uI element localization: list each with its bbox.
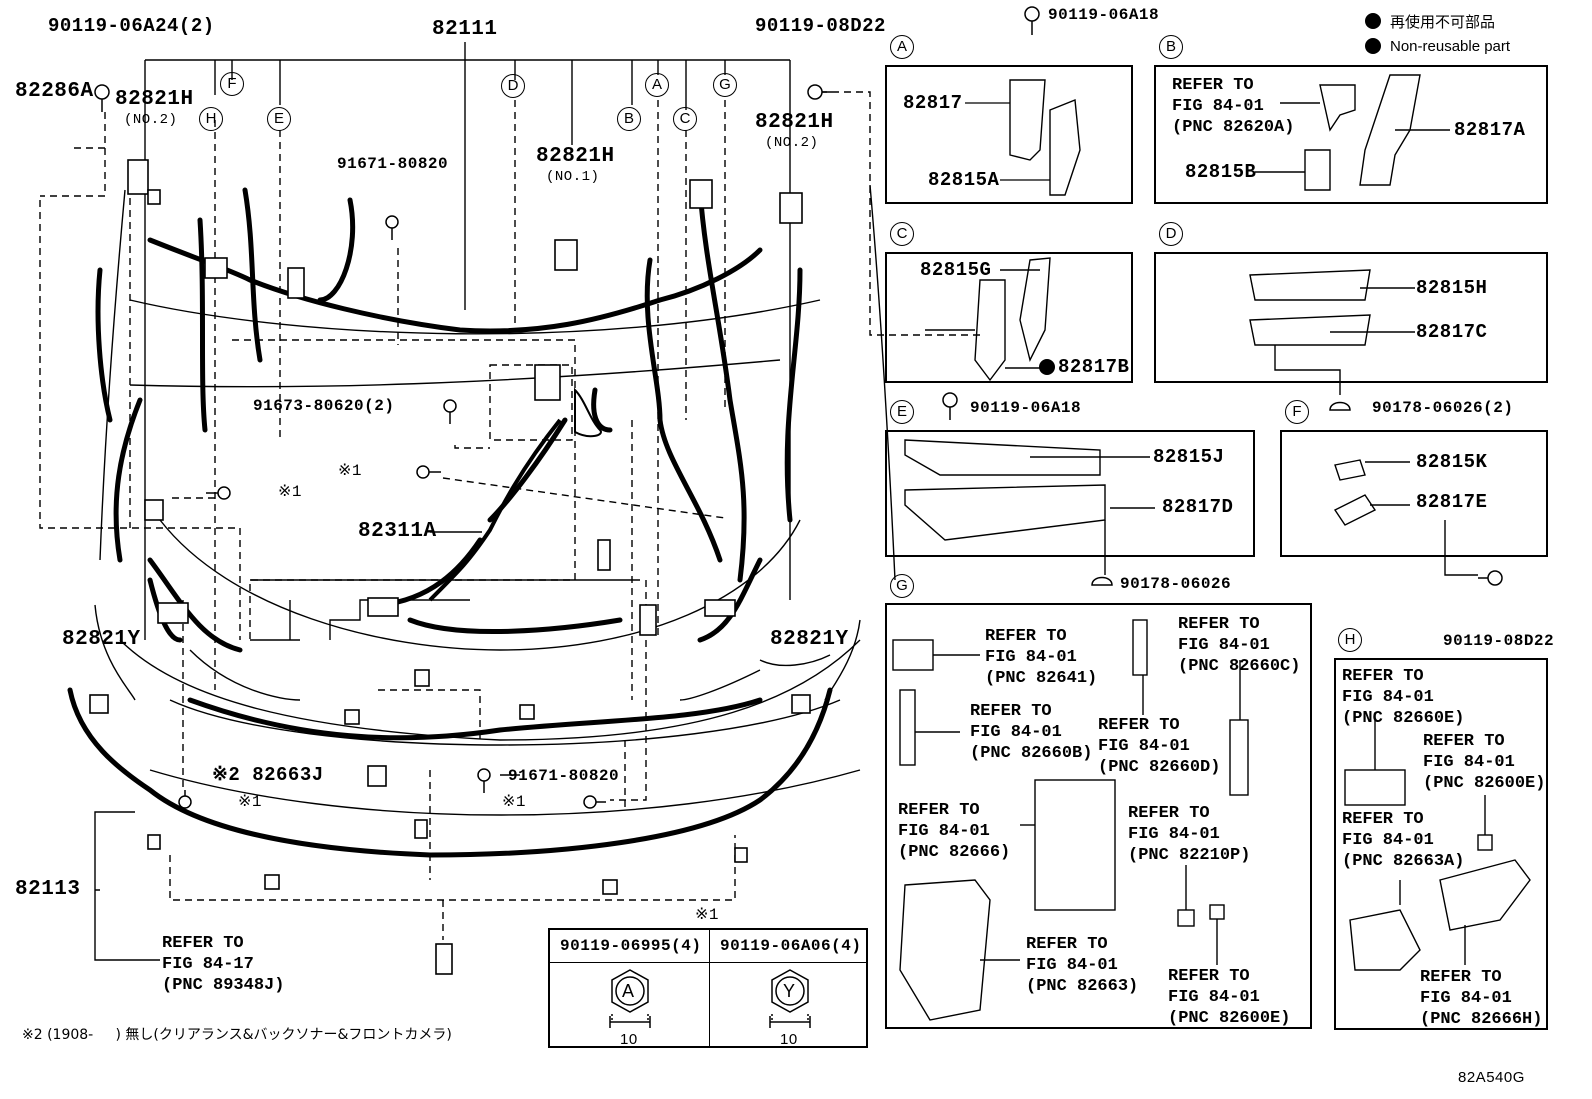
inset-G-box <box>885 603 1312 1029</box>
inset-H-box <box>1334 658 1548 1030</box>
inset-C-part-2: 82817B <box>1058 356 1130 378</box>
part-82663J: ※2 82663J <box>212 764 324 786</box>
inset-G-refer-82600E: REFER TO FIG 84-01 (PNC 82600E) <box>1168 967 1291 1028</box>
inset-F-part-2: 82817E <box>1416 491 1488 513</box>
inset-B-callout: B <box>1159 35 1183 59</box>
inset-D-part-1: 82815H <box>1416 277 1488 299</box>
inset-F-box <box>1280 430 1548 557</box>
inset-A-part-2: 82815A <box>928 169 1000 191</box>
part-82113: 82113 <box>15 878 81 901</box>
inset-D-clip: 90178-06026(2) <box>1372 399 1514 417</box>
inset-E-callout: E <box>890 400 914 424</box>
inset-G-refer-82663: REFER TO FIG 84-01 (PNC 82663) <box>1026 935 1139 996</box>
inset-A-part-1: 82817 <box>903 92 963 114</box>
inset-H-callout: H <box>1338 628 1362 652</box>
inset-C-part-1: 82815G <box>920 259 992 281</box>
inset-D-part-2: 82817C <box>1416 321 1488 343</box>
inset-B-refer: REFER TO FIG 84-01 (PNC 82620A) <box>1172 76 1295 137</box>
mark-1-d: ※1 <box>502 793 527 811</box>
inset-C-box <box>885 252 1133 383</box>
bolt-table-col1: 90119-06995(4) <box>560 937 702 955</box>
footnote: ※2 (1908- ) 無し(クリアランス&バックソナー&フロントカメラ) <box>22 1027 452 1043</box>
part-90119-08D22-top: 90119-08D22 <box>755 15 886 37</box>
inset-B-box <box>1154 65 1548 204</box>
mark-1-c: ※1 <box>238 793 263 811</box>
part-82821H-left: 82821H <box>115 88 194 111</box>
inset-G-refer-82210P: REFER TO FIG 84-01 (PNC 82210P) <box>1128 804 1251 865</box>
inset-H-refer-82660E: REFER TO FIG 84-01 (PNC 82660E) <box>1342 667 1465 728</box>
bolt-symbol-A: A <box>622 981 635 1001</box>
part-82111: 82111 <box>432 18 498 41</box>
part-82821H-right: 82821H <box>755 111 834 134</box>
callout-C: C <box>673 107 697 131</box>
mark-1-b: ※1 <box>278 483 303 501</box>
inset-G-refer-82660C: REFER TO FIG 84-01 (PNC 82660C) <box>1178 615 1301 676</box>
callout-F: F <box>220 72 244 96</box>
part-82821H-mid-sub: (NO.1) <box>546 169 600 185</box>
inset-G-refer-82660D: REFER TO FIG 84-01 (PNC 82660D) <box>1098 716 1221 777</box>
inset-F-callout: F <box>1285 400 1309 424</box>
leader-82111 <box>144 42 791 640</box>
callout-D: D <box>501 74 525 98</box>
inset-F-part-1: 82815K <box>1416 451 1488 473</box>
callout-B: B <box>617 107 641 131</box>
part-82821Y-left: 82821Y <box>62 628 141 651</box>
part-91673-80620: 91673-80620(2) <box>253 397 395 415</box>
inset-E-clip: 90178-06026 <box>1120 575 1232 593</box>
inset-H-refer-82666H: REFER TO FIG 84-01 (PNC 82666H) <box>1420 968 1543 1029</box>
bolt-heads-drawing <box>609 969 811 1028</box>
drawing-code: 82A540G <box>1458 1069 1525 1086</box>
bolt-table-mark: ※1 <box>695 906 720 924</box>
inset-B-part-1: 82817A <box>1454 119 1526 141</box>
part-91671-80820-bottom: 91671-80820 <box>508 767 620 785</box>
mark-1-a: ※1 <box>338 462 363 480</box>
inset-G-refer-82666: REFER TO FIG 84-01 (PNC 82666) <box>898 801 1011 862</box>
inset-B-part-2: 82815B <box>1185 161 1257 183</box>
bolt-table: 90119-06995(4) 90119-06A06(4) A Y 10 10 <box>548 928 868 1048</box>
inset-G-refer-82641: REFER TO FIG 84-01 (PNC 82641) <box>985 627 1098 688</box>
inset-D-box <box>1154 252 1548 383</box>
part-82821H-right-sub: (NO.2) <box>765 135 819 151</box>
part-82821H-left-sub: (NO.2) <box>124 112 178 128</box>
callout-G: G <box>713 73 737 97</box>
part-82821H-mid: 82821H <box>536 145 615 168</box>
inset-G-refer-82660B: REFER TO FIG 84-01 (PNC 82660B) <box>970 702 1093 763</box>
part-90119-06A24: 90119-06A24(2) <box>48 15 215 37</box>
inset-D-callout: D <box>1159 222 1183 246</box>
legend-en: Non-reusable part <box>1390 38 1511 55</box>
bolt-dim-1: 10 <box>620 1031 638 1048</box>
inset-E-bolt: 90119-06A18 <box>970 399 1082 417</box>
inset-A-box <box>885 65 1133 204</box>
refer-to-fig-84-17: REFER TO FIG 84-17 (PNC 89348J) <box>162 934 285 995</box>
inset-E-part-1: 82815J <box>1153 446 1225 468</box>
inset-H-refer-82600E: REFER TO FIG 84-01 (PNC 82600E) <box>1423 732 1546 793</box>
bolt-dim-2: 10 <box>780 1031 798 1048</box>
part-82286A: 82286A <box>15 80 94 103</box>
inset-C-callout: C <box>890 222 914 246</box>
callout-H: H <box>199 107 223 131</box>
inset-H-refer-82663A: REFER TO FIG 84-01 (PNC 82663A) <box>1342 810 1465 871</box>
legend-jp: 再使用不可部品 <box>1390 13 1496 31</box>
inset-E-box <box>885 430 1255 557</box>
callout-A: A <box>645 73 669 97</box>
inset-G-callout: G <box>890 574 914 598</box>
bolt-table-col2: 90119-06A06(4) <box>720 937 862 955</box>
callout-E: E <box>267 107 291 131</box>
inset-A-callout: A <box>890 35 914 59</box>
part-91671-80820-top: 91671-80820 <box>337 155 449 173</box>
inset-E-part-2: 82817D <box>1162 496 1234 518</box>
inset-F-bolt: 90119-08D22 <box>1443 632 1555 650</box>
part-82821Y-right: 82821Y <box>770 628 849 651</box>
inset-A-bolt: 90119-06A18 <box>1048 6 1160 24</box>
bolt-symbol-Y: Y <box>783 981 796 1001</box>
part-82311A: 82311A <box>358 520 437 543</box>
